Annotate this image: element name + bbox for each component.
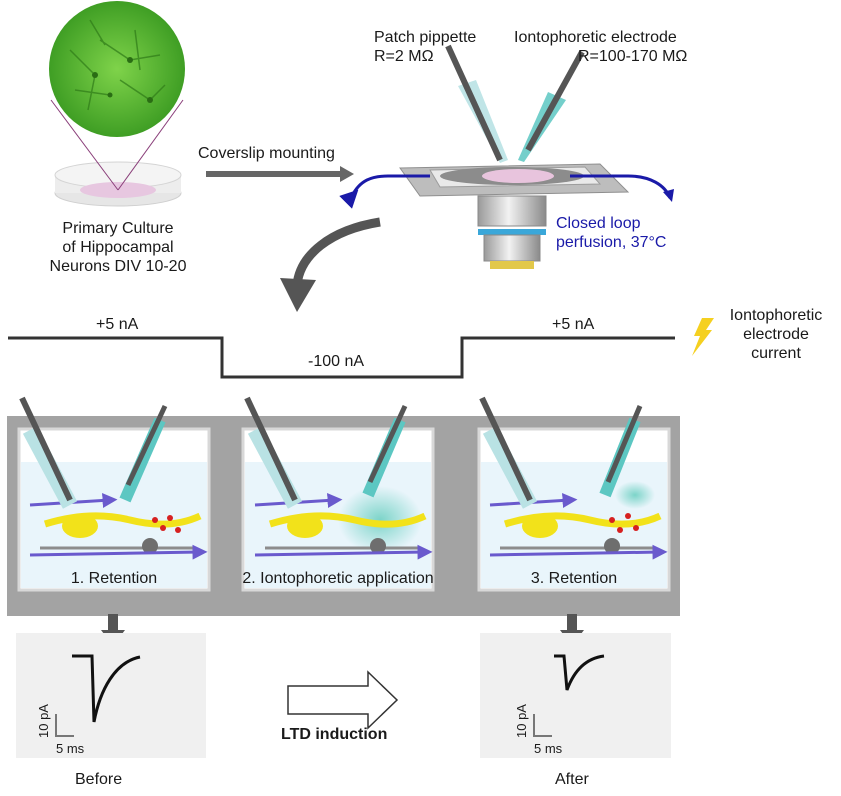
culture-micrograph <box>49 1 185 137</box>
panel-2 <box>241 396 435 592</box>
culture-label: Primary Culture of Hippocampal Neurons D… <box>49 220 187 275</box>
microscope-stage <box>399 163 630 197</box>
patch-pipette <box>445 44 508 163</box>
recording-box-after <box>480 633 671 758</box>
current-right-value: +5 nA <box>552 316 595 333</box>
recording-box-before <box>16 633 206 758</box>
perfusion-label: Closed loop perfusion, 37°C <box>556 215 667 251</box>
current-legend: Iontophoretic electrode current <box>729 307 823 362</box>
objective-lens <box>477 195 547 269</box>
curved-arrow <box>292 217 381 286</box>
after-label: After <box>555 771 589 788</box>
epsc-trace-before <box>72 654 141 723</box>
after-scale-x: 5 ms <box>534 741 563 756</box>
ltd-arrow <box>287 670 399 730</box>
scale-bar-before <box>55 714 74 737</box>
panel-3 <box>477 396 671 592</box>
culture-dish <box>50 99 184 207</box>
ltd-label: LTD induction <box>281 726 388 743</box>
current-left-value: +5 nA <box>96 316 139 333</box>
down-arrow-after <box>567 614 577 632</box>
curved-arrowhead <box>280 278 316 312</box>
mounting-label: Coverslip mounting <box>198 145 335 162</box>
panel-1 <box>17 396 211 592</box>
iontophoretic-pipette <box>518 50 585 162</box>
before-scale-y: 10 pA <box>36 704 51 738</box>
mounting-arrowhead <box>340 166 354 182</box>
epsc-trace-after <box>554 654 605 691</box>
patch-pipette-label: Patch pippette R=2 MΩ <box>374 29 477 65</box>
current-trace <box>8 336 675 379</box>
panel-3-label: 3. Retention <box>530 570 618 587</box>
after-scale-y: 10 pA <box>514 704 529 738</box>
panel-1-label: 1. Retention <box>70 570 158 587</box>
before-label: Before <box>75 771 123 788</box>
iontophoretic-electrode-label: Iontophoretic electrode R=100-170 MΩ <box>514 29 688 65</box>
panel-2-label: 2. Iontophoretic application <box>242 570 434 587</box>
lightning-icon <box>692 318 714 356</box>
scale-bar-after <box>533 714 552 737</box>
current-middle-value: -100 nA <box>308 353 365 370</box>
down-arrow-before <box>108 614 118 632</box>
before-scale-x: 5 ms <box>56 741 85 756</box>
